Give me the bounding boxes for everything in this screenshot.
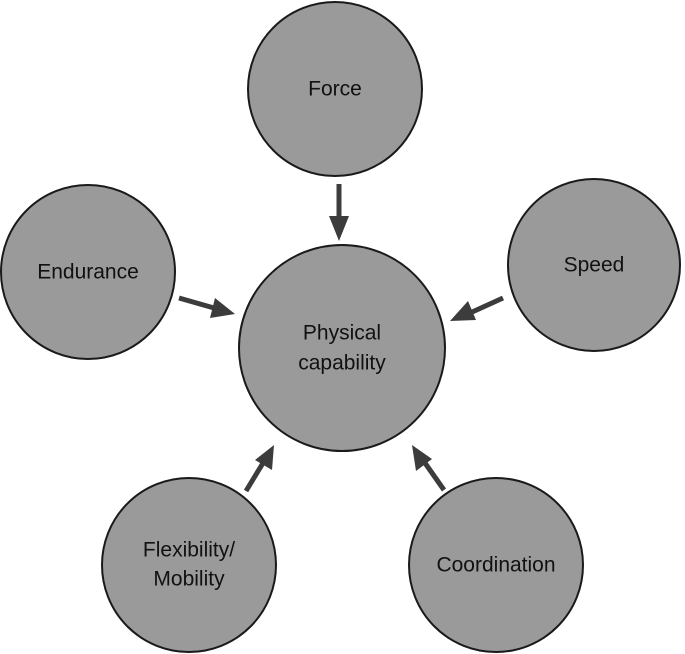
flexibility-mobility-node: Flexibility/ Mobility [101, 477, 277, 653]
coordination-node-label: Coordination [436, 554, 555, 577]
speed-arrow-head [450, 301, 476, 321]
force-arrow-head [329, 216, 349, 241]
coordination-node-circle [408, 477, 584, 653]
endurance-arrow [178, 295, 235, 318]
coordination-arrow-shaft [422, 461, 447, 492]
coordination-arrow-head [412, 445, 432, 471]
speed-node: Speed [507, 178, 681, 352]
speed-arrow-shaft [468, 295, 505, 316]
coordination-node: Coordination [408, 477, 584, 653]
force-arrow [329, 184, 349, 241]
endurance-node: Endurance [0, 184, 176, 360]
endurance-node-circle [0, 184, 176, 360]
force-node-circle [247, 1, 423, 177]
center-node-label-line2: capability [298, 352, 386, 375]
endurance-arrow-shaft [178, 295, 215, 311]
force-node: Force [247, 1, 423, 177]
coordination-arrow [412, 445, 447, 492]
flexibility-mobility-node-label-line1: Flexibility/ [143, 539, 235, 562]
center-node: Physical capability [238, 244, 446, 452]
speed-node-circle [507, 178, 681, 352]
force-node-label: Force [308, 78, 362, 101]
flexibility-mobility-arrow-shaft [243, 461, 266, 493]
flexibility-mobility-node-circle [101, 477, 277, 653]
endurance-node-label: Endurance [37, 261, 139, 284]
speed-node-label: Speed [564, 254, 625, 277]
speed-arrow [450, 295, 505, 321]
endurance-arrow-head [210, 298, 235, 318]
center-node-label-line1: Physical [303, 322, 381, 345]
flexibility-mobility-arrow-head [255, 445, 274, 470]
flexibility-mobility-arrow [243, 445, 274, 493]
flexibility-mobility-node-label-line2: Mobility [153, 568, 225, 591]
center-node-circle [238, 244, 446, 452]
